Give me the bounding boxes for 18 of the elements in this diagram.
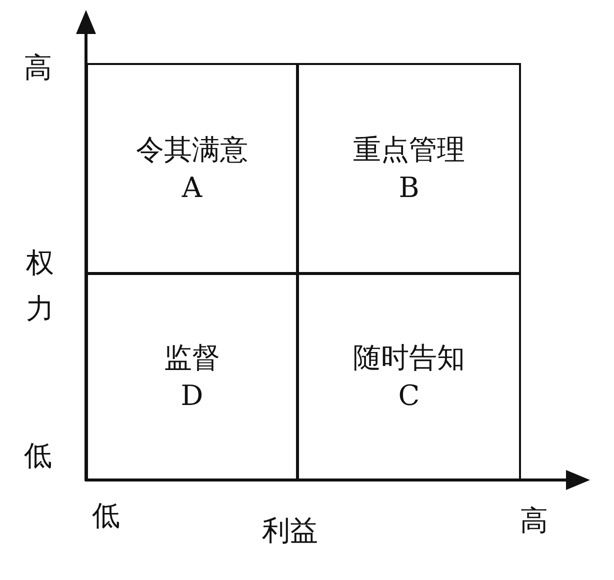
quadrant-letter: B — [398, 170, 420, 206]
axis-tick-label: 低 — [92, 500, 120, 532]
quadrant-title: 监督 — [164, 340, 220, 376]
quadrant-title: 令其满意 — [136, 132, 248, 168]
quadrant-box — [86, 63, 298, 274]
quadrant-letter: D — [180, 378, 204, 414]
quadrant-title: 随时告知 — [353, 340, 465, 376]
axis-title: 利益 — [262, 515, 318, 547]
quadrant-letter: C — [398, 378, 420, 414]
axis-tick-label: 高 — [520, 505, 548, 537]
quadrant-box — [297, 273, 521, 481]
quadrant-box — [86, 273, 298, 481]
axis-tick-label: 低 — [24, 440, 52, 472]
quadrant-title: 重点管理 — [353, 132, 465, 168]
quadrant-box — [297, 63, 521, 274]
axis-title: 权力 — [26, 245, 55, 327]
axis-tick-label: 高 — [24, 52, 52, 84]
quadrant-letter: A — [182, 170, 202, 206]
